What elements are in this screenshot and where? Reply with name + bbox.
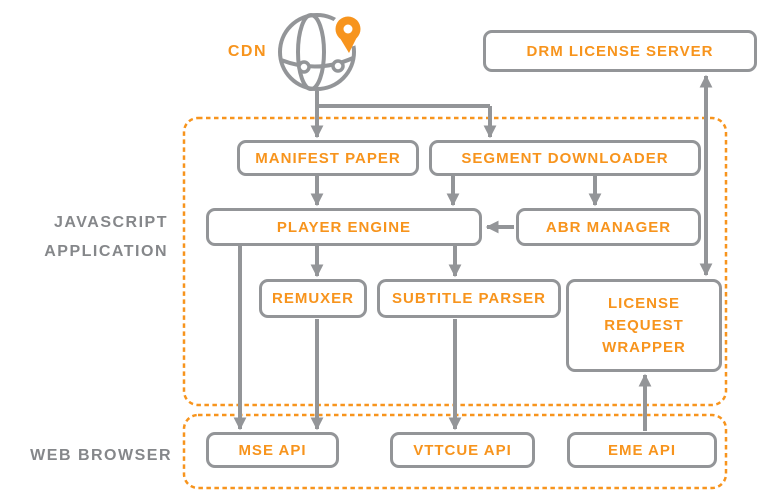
subtitle-parser-label: SUBTITLE PARSER [392, 290, 546, 307]
segment-downloader-label: SEGMENT DOWNLOADER [461, 149, 669, 167]
mse-api-label: MSE API [238, 441, 307, 459]
node-remuxer: REMUXER [259, 279, 367, 318]
javascript-application-label: JAVASCRIPT APPLICATION [18, 208, 168, 266]
javascript-application-label-line2: APPLICATION [44, 243, 168, 260]
drm-license-server-label: DRM LICENSE SERVER [526, 42, 714, 60]
node-subtitle-parser: SUBTITLE PARSER [377, 279, 561, 318]
vttcue-api-label: VTTCUE API [413, 441, 512, 459]
node-drm-license-server: DRM LICENSE SERVER [483, 30, 757, 72]
location-pin-icon [331, 13, 365, 53]
node-eme-api: EME API [567, 432, 717, 468]
eme-api-label: EME API [607, 441, 677, 459]
node-license-request-wrapper: LICENSE REQUEST WRAPPER [566, 279, 722, 372]
node-abr-manager: ABR MANAGER [516, 208, 701, 246]
abr-manager-label: ABR MANAGER [545, 218, 672, 236]
web-browser-label: WEB BROWSER [30, 447, 172, 464]
license-request-wrapper-label: LICENSE REQUEST WRAPPER [602, 294, 686, 356]
node-segment-downloader: SEGMENT DOWNLOADER [429, 140, 701, 176]
node-vttcue-api: VTTCUE API [390, 432, 535, 468]
manifest-parser-label: MANIFEST PAPER [255, 149, 401, 167]
arrow-cdn-branch [315, 91, 490, 108]
remuxer-label: REMUXER [271, 290, 354, 307]
javascript-application-label-line1: JAVASCRIPT [54, 214, 168, 231]
node-mse-api: MSE API [206, 432, 339, 468]
node-player-engine: PLAYER ENGINE [206, 208, 482, 246]
player-engine-label: PLAYER ENGINE [276, 218, 412, 236]
node-manifest-parser: MANIFEST PAPER [237, 140, 419, 176]
cdn-label: CDN [227, 43, 267, 60]
globe-icon [278, 13, 356, 91]
